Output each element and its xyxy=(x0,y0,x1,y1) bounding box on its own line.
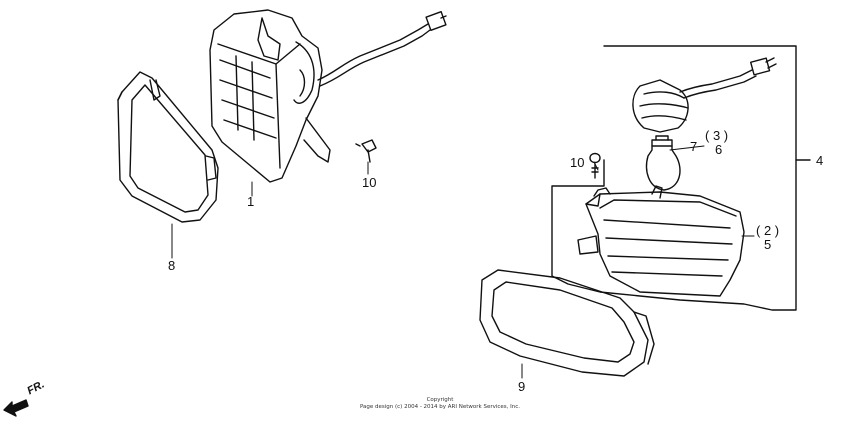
copyright-line-1: Copyright xyxy=(426,397,454,403)
lamp-right-part5 xyxy=(577,185,745,297)
callout-1: 1 xyxy=(247,194,255,209)
socket-part6 xyxy=(632,57,777,133)
screw-left-part10 xyxy=(355,139,377,163)
bulb-part7 xyxy=(645,135,681,191)
callout-3-paren: ( 3 ) xyxy=(705,128,729,143)
callout-10-left: 10 xyxy=(362,175,377,190)
copyright-line-2: Page design (c) 2004 - 2014 by ARI Netwo… xyxy=(359,404,521,411)
leader-lines xyxy=(171,145,755,379)
callout-8: 8 xyxy=(168,258,176,273)
callout-5: 5 xyxy=(764,237,772,252)
assembly-bracket-part4 xyxy=(551,45,811,311)
callout-7: 7 xyxy=(690,139,698,154)
front-direction-arrow xyxy=(3,399,29,417)
copyright-notice: Copyright Page design (c) 2004 - 2014 by… xyxy=(330,397,550,412)
callout-9: 9 xyxy=(518,379,526,394)
bezel-right-part9 xyxy=(479,269,655,377)
callout-6: 6 xyxy=(715,142,723,157)
headlight-left-part1 xyxy=(209,9,447,183)
bezel-left-part8 xyxy=(117,71,219,223)
callout-4: 4 xyxy=(816,153,824,168)
screw-right-part10 xyxy=(589,152,601,179)
callout-10-right: 10 xyxy=(570,155,585,170)
callout-2-paren: ( 2 ) xyxy=(756,223,780,238)
